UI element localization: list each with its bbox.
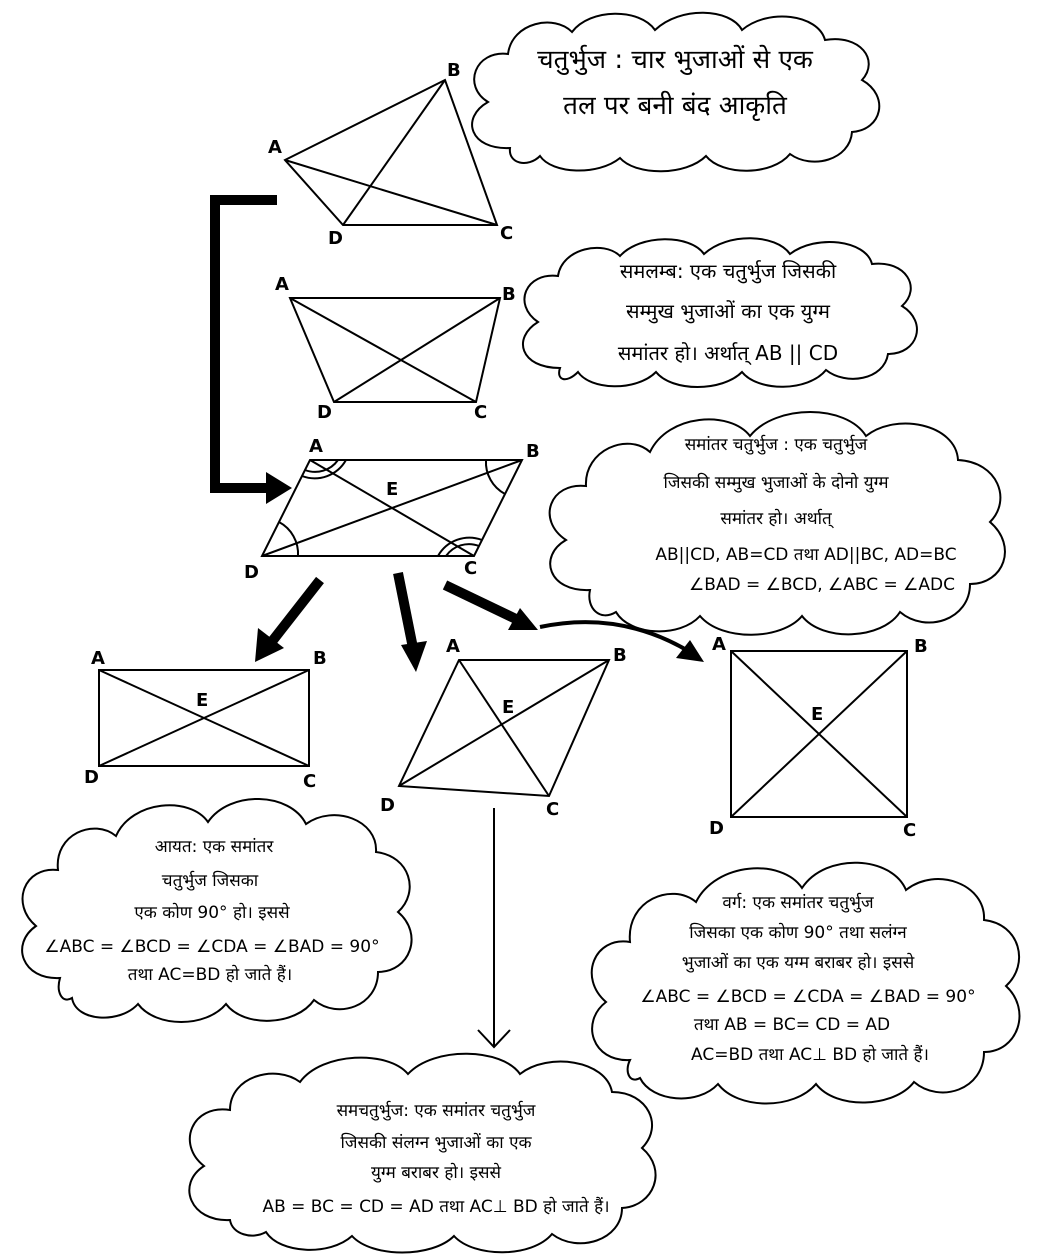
rhombus-label-a: A (446, 636, 460, 657)
cloud-rhombus-line-2: जिसकी संलग्न भुजाओं का एक (340, 1132, 532, 1153)
rectangle-diagonal-bd (98, 669, 310, 767)
cloud-quadrilateral-line-2: तल पर बनी बंद आकृति (563, 90, 788, 121)
trap-label-c: C (474, 402, 487, 423)
arrow-to-square-head-1 (508, 608, 538, 630)
cloud-square-line-4: ∠ABC = ∠BCD = ∠CDA = ∠BAD = 90° (640, 987, 975, 1007)
quad-label-d: D (328, 228, 343, 249)
trapezium-diagonal-ac (289, 297, 477, 403)
cloud-quadrilateral (471, 11, 881, 173)
rhombus-label-c: C (546, 799, 559, 820)
para-label-d: D (244, 562, 259, 583)
para-label-a: A (309, 436, 323, 457)
angle-arc-d (278, 521, 300, 557)
cloud-trapezium-line-1: समलम्ब: एक चतुर्भुज जिसकी (620, 259, 837, 284)
cloud-trapezium-line-2: सम्मुख भुजाओं का एक युग्म (626, 299, 831, 324)
angle-arc-c-inner (445, 543, 480, 557)
bracket-arrowhead (266, 472, 292, 504)
cloud-rectangle-line-1: आयत: एक समांतर (155, 837, 275, 857)
rect-label-d: D (84, 767, 99, 788)
angle-arc-c-outer (437, 536, 483, 557)
cloud-parallelogram-line-2: जिसकी सम्मुख भुजाओं के दोनो युग्म (663, 472, 889, 493)
rhombus-label-b: B (613, 645, 627, 666)
arrow-to-rhombus (393, 572, 418, 649)
rhombus-label-d: D (380, 795, 395, 816)
cloud-parallelogram-line-1: समांतर चतुर्भुज : एक चतुर्भुज (685, 434, 868, 455)
rect-label-a: A (91, 648, 105, 669)
cloud-rhombus-line-1: समचतुर्भुज: एक समांतर चतुर्भुज (337, 1100, 536, 1121)
rect-label-e: E (196, 690, 208, 711)
quadrilateral-diagonal-ac (284, 159, 498, 226)
para-label-e: E (386, 479, 398, 500)
cloud-rectangle-line-5: तथा AC=BD हो जाते हैं। (128, 964, 292, 985)
bracket-arrow (210, 195, 277, 493)
parallelogram-diagonal-bd (261, 459, 523, 557)
cloud-parallelogram-line-3: समांतर हो। अर्थात् (720, 508, 834, 529)
arrow-to-square-head-2 (676, 640, 704, 662)
rhombus-label-e: E (502, 697, 514, 718)
cloud-rectangle-line-4: ∠ABC = ∠BCD = ∠CDA = ∠BAD = 90° (44, 937, 379, 957)
square-diagonal-bd (730, 650, 908, 818)
cloud-quadrilateral-line-1: चतुर्भुज : चार भुजाओं से एक (537, 44, 814, 75)
quad-label-c: C (500, 223, 513, 244)
cloud-square-line-6: AC=BD तथा AC⊥ BD हो जाते हैं। (691, 1044, 929, 1065)
rhombus-diagonal-ac (458, 659, 550, 797)
quad-label-a: A (268, 137, 282, 158)
arrow-to-rectangle (266, 576, 324, 648)
square-label-a: A (712, 634, 726, 655)
angle-arc-b (484, 459, 506, 495)
rhombus-diagonal-bd (398, 659, 610, 787)
arrow-to-square-curve (539, 620, 692, 654)
cloud-trapezium-line-3: समांतर हो। अर्थात् AB || CD (618, 341, 838, 366)
quadrilateral-shape (283, 78, 499, 226)
cloud-square-line-3: भुजाओं का एक यग्म बराबर हो। इससे (682, 952, 915, 973)
quadrilateral-diagonal-bd (342, 79, 446, 226)
rectangle-shape (98, 669, 310, 767)
square-shape (730, 650, 908, 818)
cloud-rhombus-line-3: युग्म बराबर हो। इससे (371, 1162, 501, 1183)
trapezium-diagonal-bd (333, 297, 501, 403)
arrow-to-rhombus-head (401, 641, 427, 672)
rect-label-b: B (313, 648, 327, 669)
quad-label-b: B (447, 60, 461, 81)
cloud-parallelogram-line-4: AB||CD, AB=CD तथा AD||BC, AD=BC (655, 545, 956, 565)
para-label-b: B (526, 441, 540, 462)
cloud-rhombus (188, 1052, 657, 1254)
square-label-e: E (811, 704, 823, 725)
cloud-trapezium (522, 237, 918, 388)
cloud-square-line-5: तथा AB = BC= CD = AD (694, 1015, 890, 1035)
square-label-d: D (709, 818, 724, 839)
angle-arc-a-inner (304, 459, 339, 473)
cloud-parallelogram (548, 411, 1006, 636)
trapezium-shape (288, 297, 502, 403)
cloud-rectangle-line-3: एक कोण 90° हो। इससे (134, 902, 290, 923)
cloud-rectangle (21, 798, 413, 1023)
trap-label-a: A (275, 274, 289, 295)
arrow-to-rectangle-head (255, 628, 284, 662)
cloud-square (590, 861, 1021, 1105)
arrow-to-rhombus-cloud-head (477, 1029, 511, 1049)
cloud-parallelogram-line-5: ∠BAD = ∠BCD, ∠ABC = ∠ADC (689, 575, 955, 595)
trap-label-d: D (317, 402, 332, 423)
angle-arc-a-outer (301, 459, 347, 480)
cloud-square-line-1: वर्ग: एक समांतर चतुर्भुज (722, 892, 874, 913)
rect-label-c: C (303, 771, 316, 792)
cloud-rhombus-line-4: AB = BC = CD = AD तथा AC⊥ BD हो जाते हैं… (262, 1196, 609, 1217)
cloud-square-line-2: जिसका एक कोण 90° तथा सलंग्न (689, 922, 907, 943)
trap-label-b: B (502, 284, 516, 305)
cloud-rectangle-line-2: चतुर्भुज जिसका (162, 870, 259, 891)
arrow-to-square-straight (442, 580, 521, 625)
para-label-c: C (464, 558, 477, 579)
square-label-b: B (914, 636, 928, 657)
square-label-c: C (903, 820, 916, 841)
